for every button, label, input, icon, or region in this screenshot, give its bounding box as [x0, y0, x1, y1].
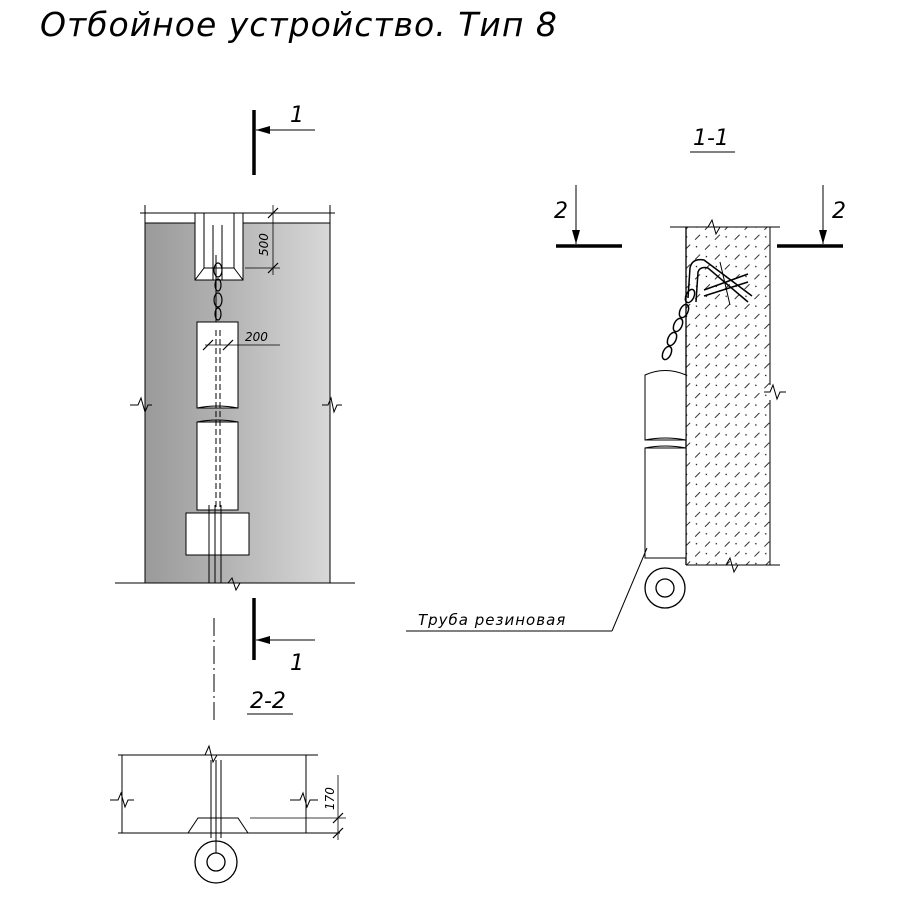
- dimension-170: 170: [250, 775, 346, 840]
- bottom-weight: [185, 505, 250, 583]
- section-number-1-top: 1: [290, 103, 304, 128]
- plan-anchor: [187, 760, 249, 838]
- section-1-1: 1-1 2 2: [406, 126, 846, 632]
- dimension-200-label: 200: [245, 330, 268, 344]
- dimension-200: 200: [202, 330, 280, 351]
- section-2-2-label: 2-2: [250, 689, 286, 714]
- section-marker-1-top: 1: [252, 103, 315, 175]
- top-bracket: [194, 212, 244, 281]
- front-view: 1 500: [115, 103, 355, 720]
- section-number-2-right: 2: [832, 199, 846, 224]
- chain-side: [661, 288, 696, 361]
- wall-section: [670, 218, 786, 574]
- rubber-pipe-front: [196, 321, 239, 511]
- section-1-1-label: 1-1: [693, 126, 729, 151]
- drawing-title: Отбойное устройство. Тип 8: [40, 5, 558, 44]
- rubber-pipe-side: [644, 370, 687, 559]
- dimension-170-label: 170: [323, 787, 337, 810]
- leader-note: Труба резиновая: [406, 547, 648, 632]
- section-2-2: 2-2 170: [110, 689, 346, 884]
- section-number-1-bottom: 1: [290, 651, 304, 676]
- dimension-500-label: 500: [257, 233, 271, 256]
- rubber-pipe-note: Труба резиновая: [418, 611, 566, 629]
- pipe-end-circle: [644, 567, 686, 609]
- section-marker-1-bottom: 1: [252, 598, 315, 676]
- plan-pipe-circle: [194, 838, 238, 884]
- chain: [213, 255, 223, 330]
- section-marker-2-left: 2: [554, 185, 622, 248]
- dimension-500: 500: [245, 205, 280, 275]
- section-marker-2-right: 2: [777, 185, 846, 248]
- anchor-hook: [687, 258, 753, 306]
- plan-wall: [110, 744, 340, 834]
- section-number-2-left: 2: [554, 199, 568, 224]
